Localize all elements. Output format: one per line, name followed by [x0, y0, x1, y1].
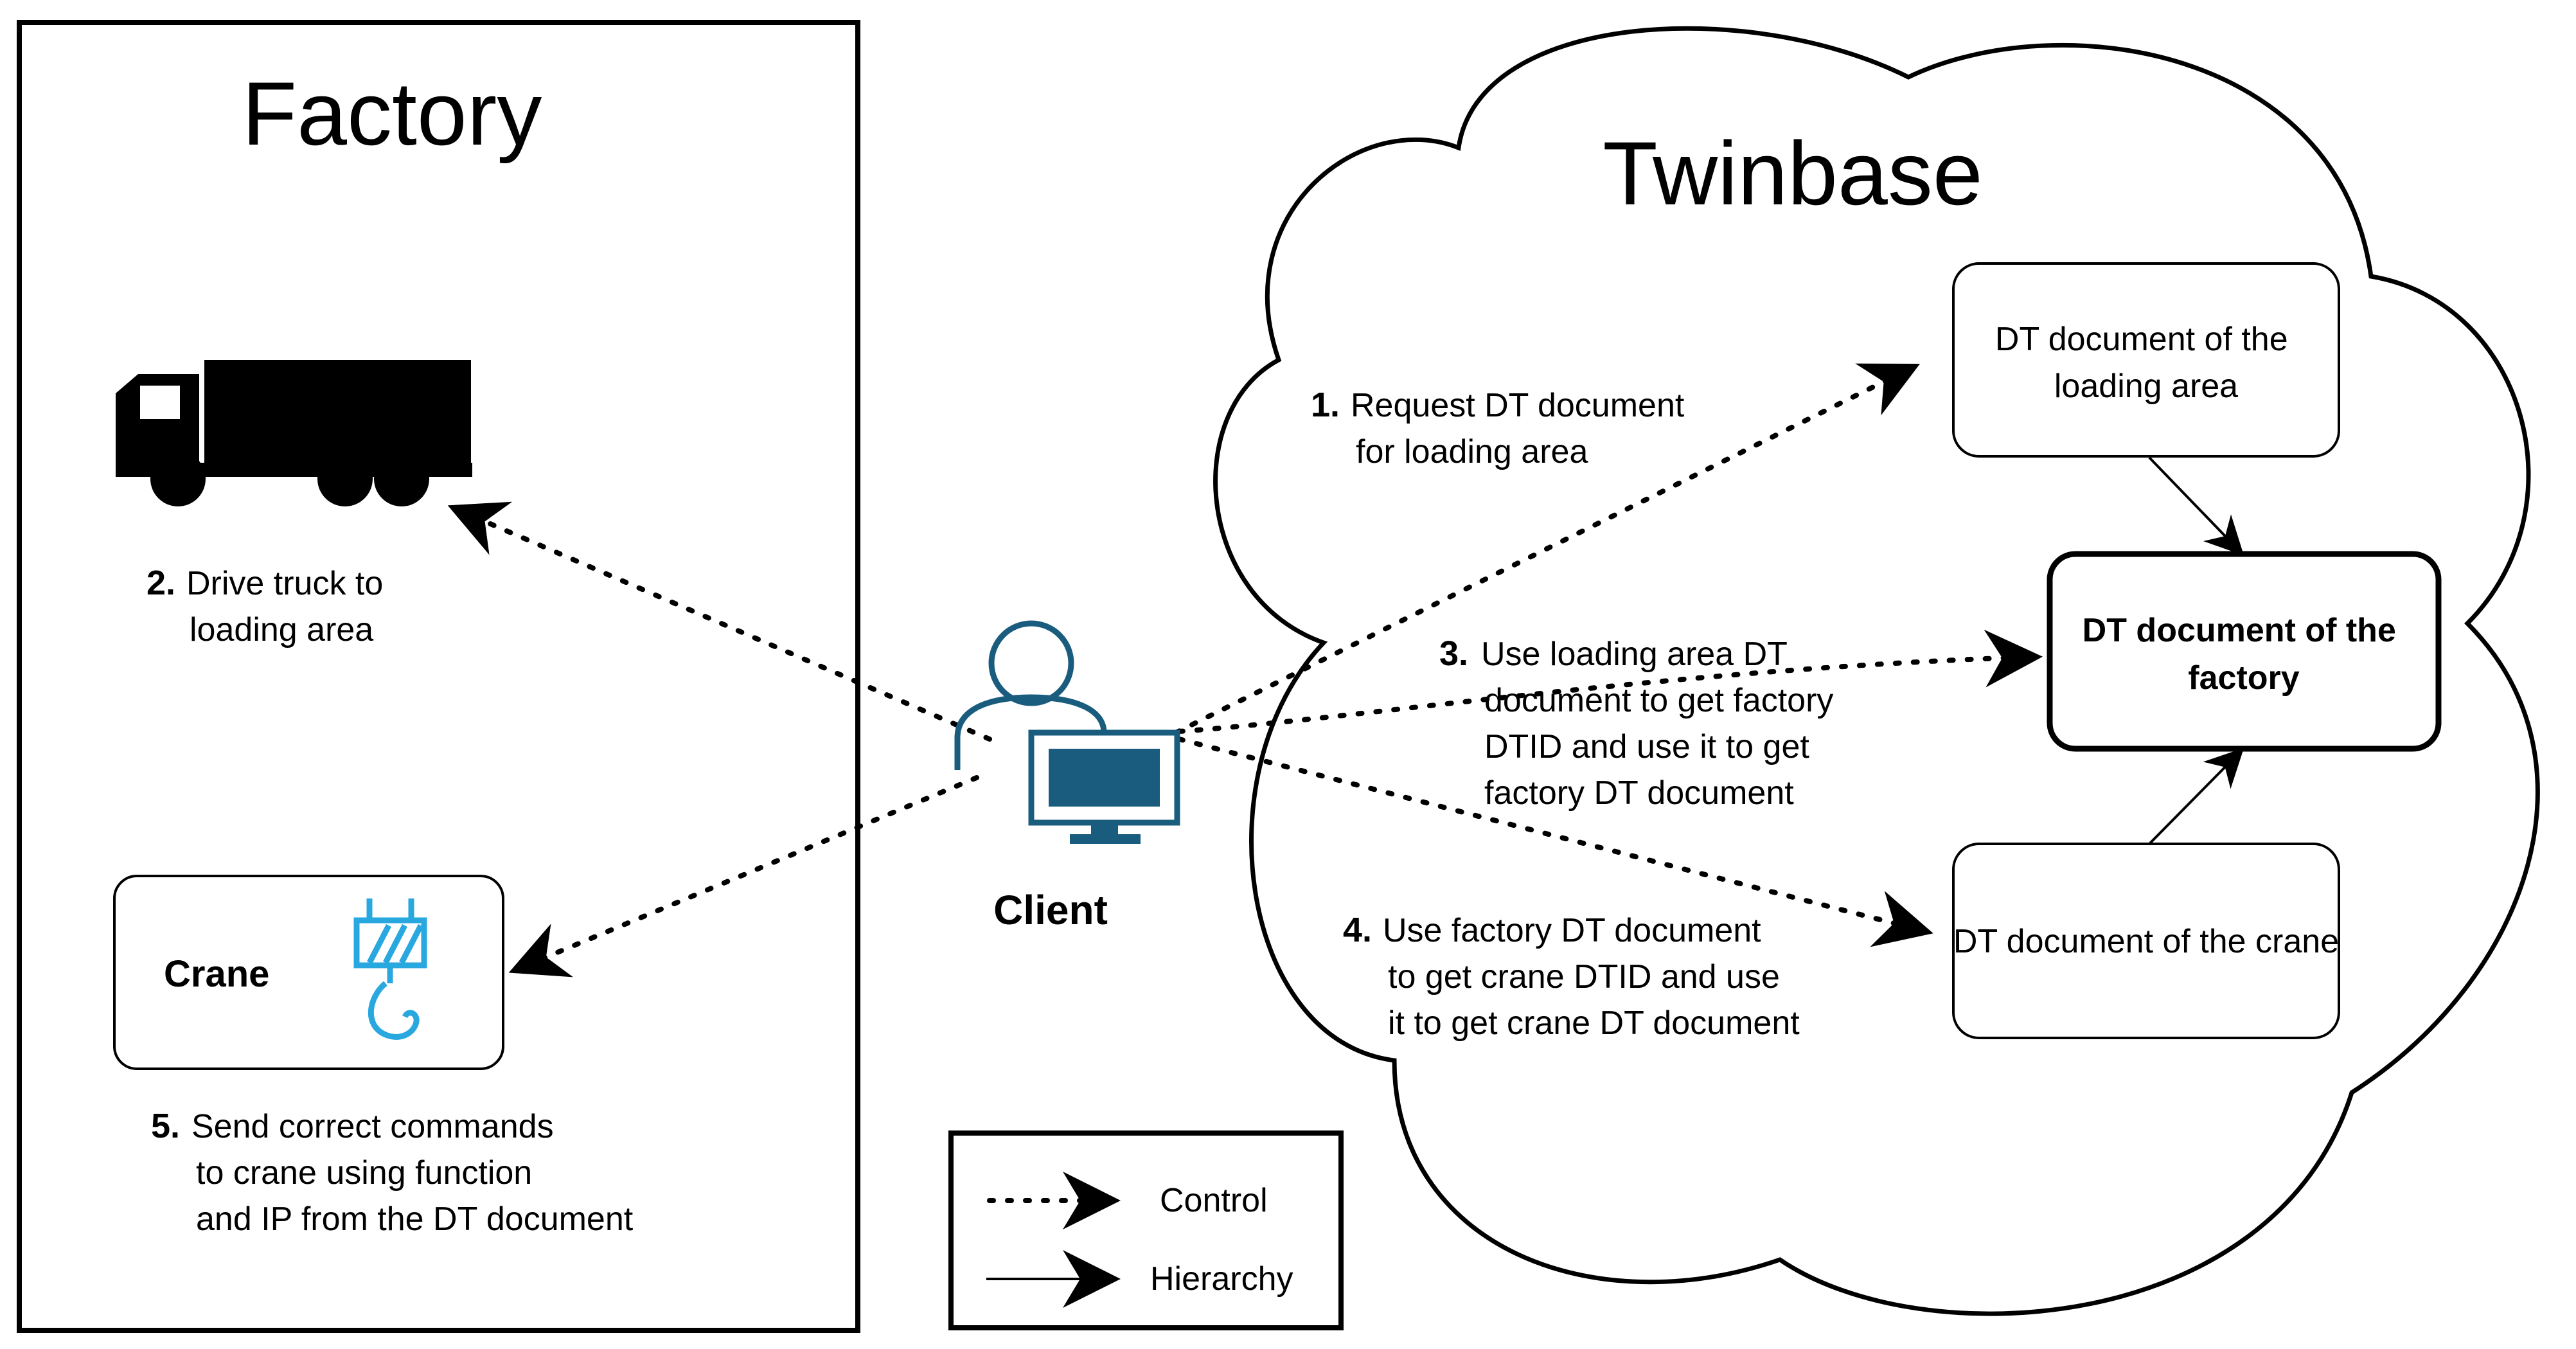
crane-box[interactable] — [113, 875, 504, 1070]
doc-crane-box[interactable] — [1952, 843, 2340, 1039]
control-arrow-to-truck — [447, 501, 992, 742]
hierarchy-arrow-crane-to-factory — [2148, 747, 2244, 845]
factory-title: Factory — [242, 63, 542, 164]
step-2-text: 2. Drive truck to loading area — [147, 564, 393, 648]
doc-factory-label: DT document of the factory — [2083, 612, 2406, 697]
hierarchy-arrow-loading-to-factory — [2148, 456, 2244, 556]
monitor-icon — [1028, 729, 1180, 844]
user-computer-icon — [954, 620, 1107, 770]
crane-hook-icon — [353, 898, 427, 1040]
step-5-text: 5. Send correct commands to crane using … — [151, 1107, 634, 1238]
twinbase-title: Twinbase — [1603, 123, 1982, 224]
truck-icon — [116, 360, 472, 506]
client-label: Client — [993, 887, 1108, 933]
step-4-text: 4. Use factory DT document to get crane … — [1343, 911, 1800, 1042]
control-arrow-to-crane-doc — [1177, 737, 1933, 947]
step-1-text: 1. Request DT document for loading area — [1311, 386, 1694, 470]
control-arrow-to-loading-area — [1173, 363, 1921, 735]
factory-container — [17, 20, 860, 1333]
doc-crane-label: DT document of the crane — [1953, 923, 2339, 960]
legend-control-label: Control — [1160, 1182, 1268, 1219]
legend-box — [948, 1130, 1344, 1330]
twinbase-cloud — [1213, 26, 2540, 1316]
legend-hierarchy-label: Hierarchy — [1150, 1260, 1293, 1298]
step-3-text: 3. Use loading area DT document to get f… — [1439, 634, 1843, 812]
control-arrow-to-factory-doc — [1177, 629, 2043, 734]
crane-label: Crane — [164, 953, 269, 995]
doc-factory-box[interactable] — [2047, 551, 2442, 752]
doc-loading-area-label: DT document of the loading area — [1995, 321, 2297, 405]
doc-loading-area-box[interactable] — [1952, 262, 2340, 458]
control-arrow-to-crane — [508, 775, 979, 978]
